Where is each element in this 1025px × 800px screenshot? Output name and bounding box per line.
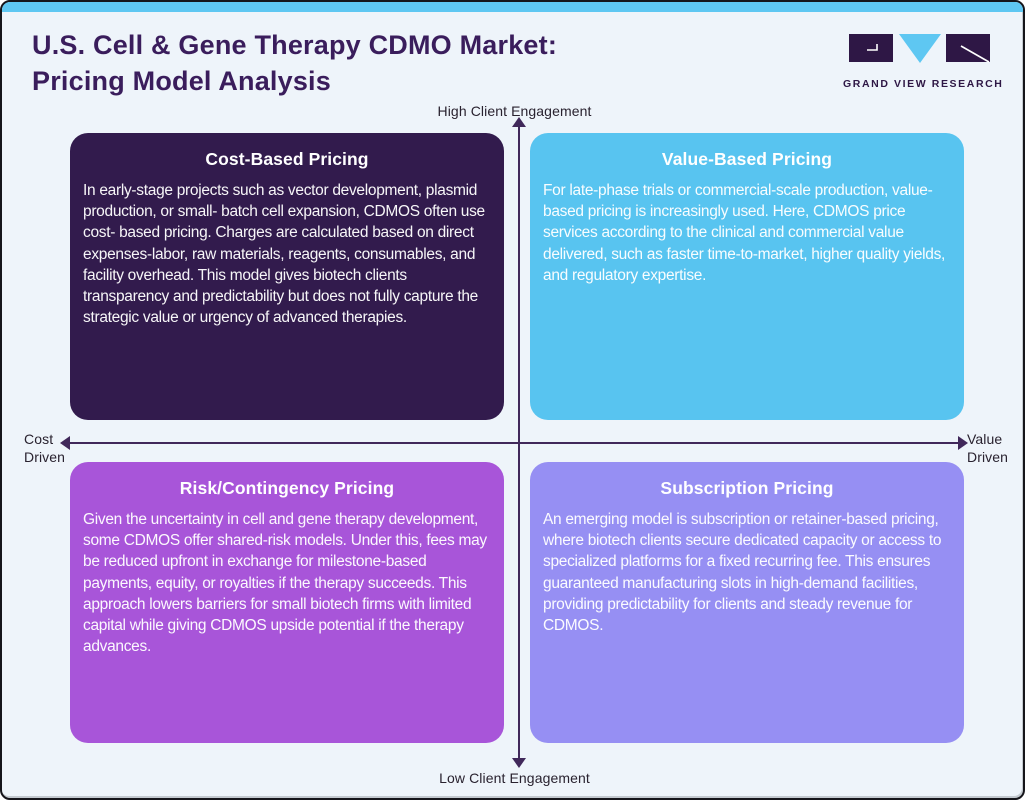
quadrant-subscription-pricing: Subscription Pricing An emerging model i… <box>530 462 964 743</box>
quadrant-cost-based-pricing: Cost-Based Pricing In early-stage projec… <box>70 133 504 420</box>
quadrant-title: Subscription Pricing <box>660 478 834 498</box>
vertical-axis-line <box>518 126 520 762</box>
quadrant-title: Risk/Contingency Pricing <box>179 478 395 498</box>
page-title: U.S. Cell & Gene Therapy CDMO Market: Pr… <box>32 28 557 99</box>
axis-label-low-engagement: Low Client Engagement <box>439 770 590 786</box>
axis-label-high-engagement: High Client Engagement <box>437 103 592 119</box>
page-title-line2: Pricing Model Analysis <box>32 65 331 96</box>
quadrant-risk-contingency-pricing: Risk/Contingency Pricing Given the uncer… <box>70 462 504 743</box>
arrow-down-icon <box>512 758 526 768</box>
gvr-logo-icon <box>849 34 990 63</box>
quadrant-body: For late-phase trials or commercial-scal… <box>543 182 946 284</box>
arrow-left-icon <box>60 436 70 450</box>
arrow-up-icon <box>512 117 526 127</box>
axis-label-value-driven: Value Driven <box>967 431 1009 465</box>
page-title-line1: U.S. Cell & Gene Therapy CDMO Market: <box>32 30 558 60</box>
quadrant-title: Cost-Based Pricing <box>205 149 369 169</box>
logo-brand-text: GRAND VIEW RESEARCH <box>843 78 1004 90</box>
axis-label-cost-driven: Cost Driven <box>24 431 66 465</box>
horizontal-axis-line <box>68 442 960 444</box>
quadrant-title: Value-Based Pricing <box>661 149 833 169</box>
arrow-right-icon <box>958 436 968 450</box>
quadrant-body: Given the uncertainty in cell and gene t… <box>83 511 487 656</box>
quadrant-value-based-pricing: Value-Based Pricing For late-phase trial… <box>530 133 964 420</box>
grand-view-research-logo: GRAND VIEW RESEARCH <box>843 30 1004 90</box>
quadrant-body: In early-stage projects such as vector d… <box>83 182 485 327</box>
top-accent-bar <box>2 2 1023 12</box>
quadrant-body: An emerging model is subscription or ret… <box>543 511 942 635</box>
